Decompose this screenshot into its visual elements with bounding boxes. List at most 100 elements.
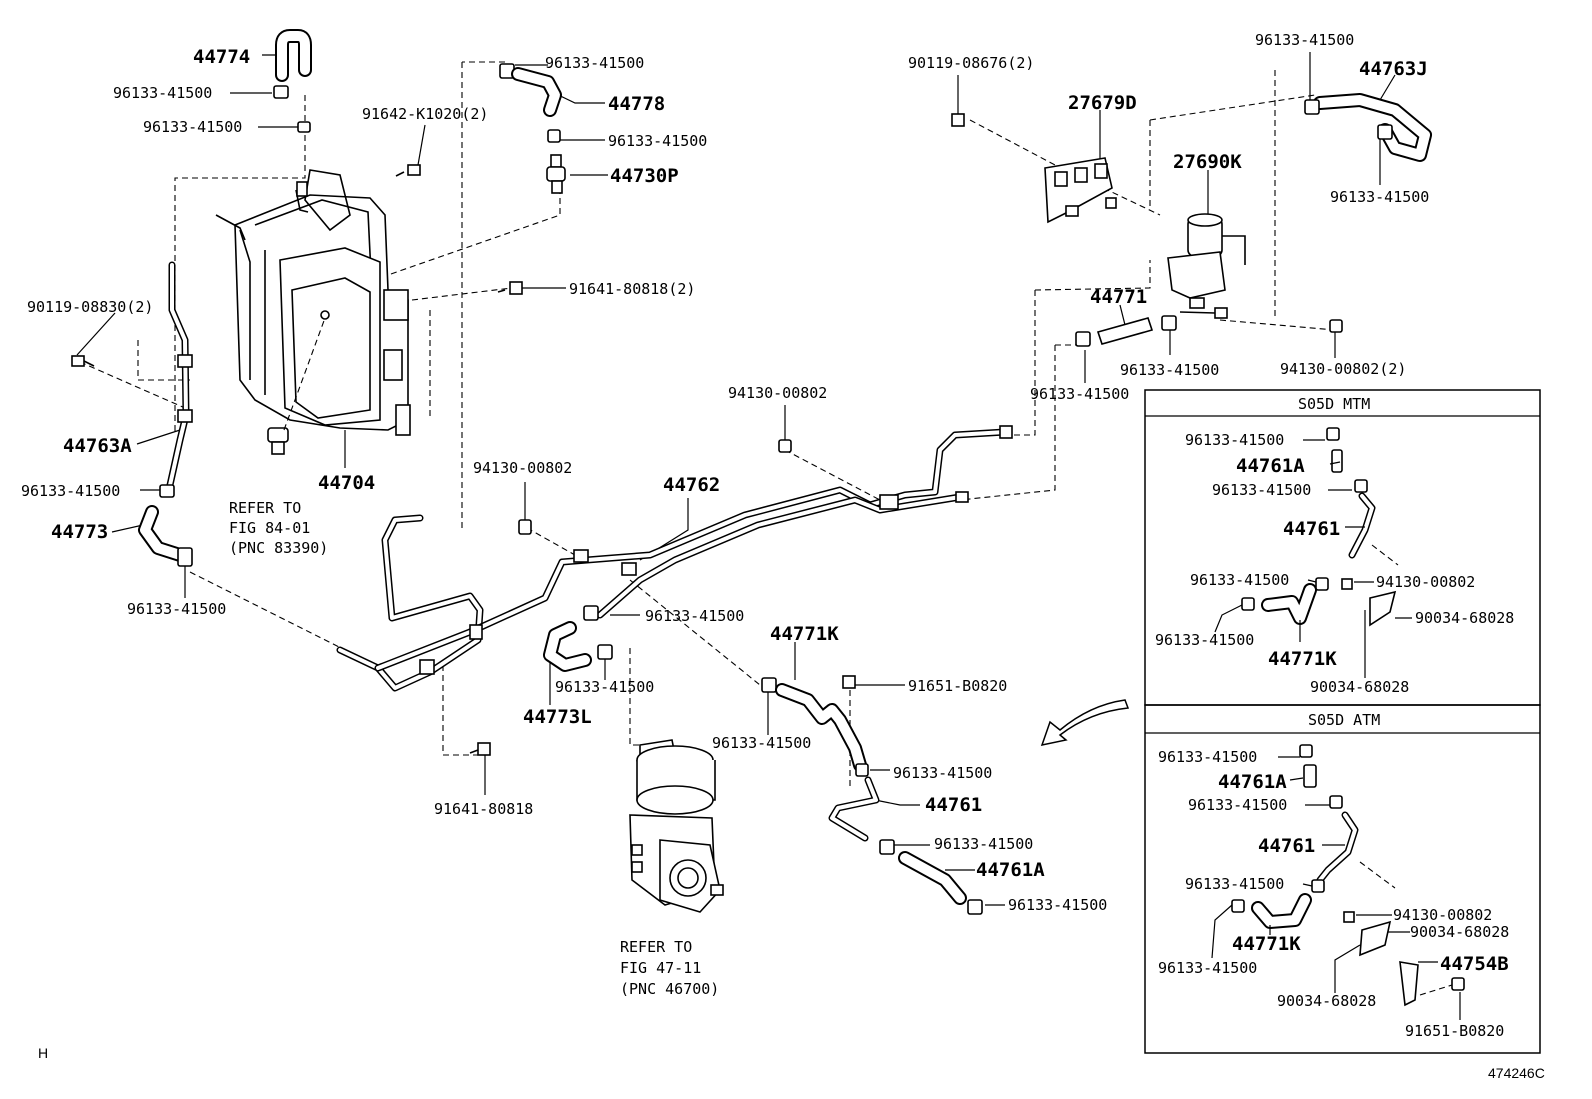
label-96133-n: 96133-41500 [893,764,992,782]
inset-mtm-label-e: 96133-41500 [1190,571,1289,589]
label-44771K: 44771K [770,623,839,645]
label-96133-e: 96133-41500 [21,482,120,500]
label-96133-m: 96133-41500 [712,734,811,752]
refer-note-2-line3: (PNC 46700) [620,980,719,998]
label-96133-i: 96133-41500 [1120,361,1219,379]
part-labels: 44774 96133-41500 96133-41500 96133-4150… [21,31,1429,914]
label-96133-k: 96133-41500 [645,607,744,625]
label-91651: 91651-B0820 [908,677,1007,695]
label-96133-c: 96133-41500 [545,54,644,72]
hose-44761A [898,851,983,915]
inset-atm-label-h: 44771K [1232,933,1301,955]
label-96133-h: 96133-41500 [1330,188,1429,206]
label-44773: 44773 [51,521,108,543]
bolts-left [71,164,523,756]
inset-atm-label-e: 96133-41500 [1185,875,1284,893]
assembly-dashed-lines [79,61,1336,790]
label-91641-b: 91641-80818 [434,800,533,818]
fuel-pipe-44762 [336,425,1013,692]
inset-atm-label-c: 96133-41500 [1188,796,1287,814]
inset-atm-title: S05D ATM [1308,711,1380,729]
label-94130-a: 94130-00802(2) [1280,360,1406,378]
label-96133-a: 96133-41500 [113,84,212,102]
inset-mtm-label-b: 44761A [1236,455,1305,477]
label-44773L: 44773L [523,706,592,728]
inset-atm-label-a: 96133-41500 [1158,748,1257,766]
inset-atm-label-f: 94130-00802 [1393,906,1492,924]
label-96133-g: 96133-41500 [1255,31,1354,49]
hose-44773L [543,621,592,672]
refer-note-2-line1: REFER TO [620,938,692,956]
corner-mark: H [38,1045,48,1061]
label-44763J: 44763J [1359,58,1428,80]
charcoal-canister-44704 [215,169,411,436]
hose-44763J [1304,93,1432,162]
label-27690K: 27690K [1173,151,1242,173]
inset-mtm-label-c: 96133-41500 [1212,481,1311,499]
refer-note-1: REFER TO FIG 84-01 (PNC 83390) [229,499,328,557]
vsv-27690K [1167,213,1343,333]
inset-mtm-label-j: 90034-68028 [1310,678,1409,696]
throttle-body [629,739,724,913]
figure-id: 474246C [1488,1065,1545,1081]
tube-44771 [1075,315,1177,347]
hose-44771K [761,675,869,777]
label-27679D: 27679D [1068,92,1137,114]
label-91642: 91642-K1020(2) [362,105,488,123]
refer-note-1-line3: (PNC 83390) [229,539,328,557]
bracket-27679D [951,113,1117,224]
inset-atm-label-d: 44761 [1258,835,1315,857]
label-96133-j: 96133-41500 [1030,385,1129,403]
hose-44778 [499,63,562,143]
hose-44774 [273,29,312,133]
label-44730P: 44730P [610,165,679,187]
hose-44773 [138,505,193,567]
inset-atm-labels: S05D ATM 96133-41500 44761A 96133-41500 … [1158,711,1509,1040]
inset-atm-label-b: 44761A [1218,771,1287,793]
label-44763A: 44763A [63,435,132,457]
pipe-44763A [159,261,193,498]
label-96133-o: 96133-41500 [934,835,1033,853]
inset-atm [1144,704,1541,1054]
label-44761A: 44761A [976,859,1045,881]
inset-atm-label-i: 44754B [1440,953,1509,975]
inset-atm-label-k: 90034-68028 [1277,992,1376,1010]
inset-atm-label-g: 90034-68028 [1410,923,1509,941]
inset-atm-label-j: 96133-41500 [1158,959,1257,977]
clamps-center [518,439,792,660]
label-94130-b: 94130-00802 [728,384,827,402]
inset-mtm-label-g: 96133-41500 [1155,631,1254,649]
refer-note-2: REFER TO FIG 47-11 (PNC 46700) [620,938,719,998]
inset-mtm-label-h: 90034-68028 [1415,609,1514,627]
inset-mtm-label-d: 44761 [1283,518,1340,540]
inset-mtm-label-i: 44771K [1268,648,1337,670]
label-44771: 44771 [1090,286,1147,308]
inset-atm-label-l: 91651-B0820 [1405,1022,1504,1040]
label-90119-08676: 90119-08676(2) [908,54,1034,72]
label-96133-b: 96133-41500 [143,118,242,136]
label-44762: 44762 [663,474,720,496]
valve-44730P [546,154,566,194]
label-94130-c: 94130-00802 [473,459,572,477]
inset-mtm-label-f: 94130-00802 [1376,573,1475,591]
label-96133-f: 96133-41500 [127,600,226,618]
leader-lines [76,52,1396,906]
label-96133-l: 96133-41500 [555,678,654,696]
label-96133-p: 96133-41500 [1008,896,1107,914]
refer-note-1-line1: REFER TO [229,499,301,517]
inset-mtm-title: S05D MTM [1298,395,1370,413]
inset-mtm-label-a: 96133-41500 [1185,431,1284,449]
vacuum-switch [267,317,326,455]
inset-mtm-labels: S05D MTM 96133-41500 44761A 96133-41500 … [1155,395,1514,696]
refer-note-2-line2: FIG 47-11 [620,959,701,977]
direction-arrow [1040,699,1130,747]
label-96133-d: 96133-41500 [608,132,707,150]
label-91641-a: 91641-80818(2) [569,280,695,298]
refer-note-1-line2: FIG 84-01 [229,519,310,537]
label-44774: 44774 [193,46,250,68]
label-90119-08830: 90119-08830(2) [27,298,153,316]
label-44761: 44761 [925,794,982,816]
label-44704: 44704 [318,472,375,494]
